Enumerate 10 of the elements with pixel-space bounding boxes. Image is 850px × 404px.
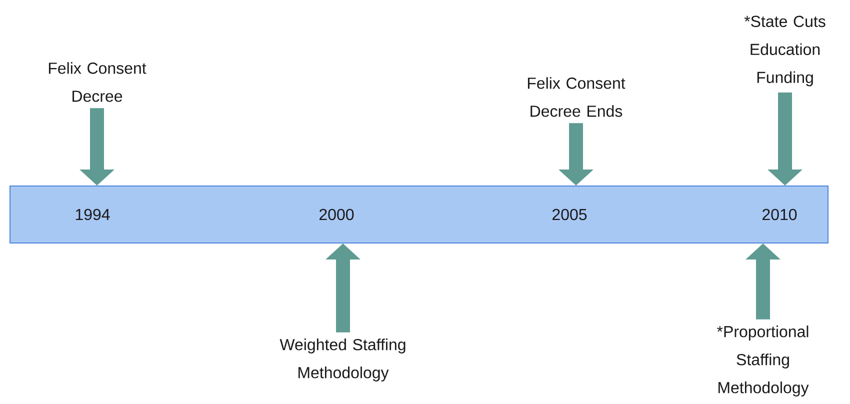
year-label: 2010	[762, 208, 797, 220]
event-label: Weighted Staffing Methodology	[280, 338, 406, 382]
event-label: *Proportional Staffing Methodology	[717, 326, 809, 396]
year-label: 1994	[76, 208, 110, 220]
event-label: *State Cuts Education Funding	[744, 16, 826, 86]
event-label: Felix Consent Decree	[48, 62, 146, 102]
year-label: 2000	[320, 208, 354, 220]
timeline-bar	[10, 186, 829, 244]
year-label: 2005	[552, 208, 587, 220]
event-label: Felix Consent Decree Ends	[528, 77, 626, 117]
